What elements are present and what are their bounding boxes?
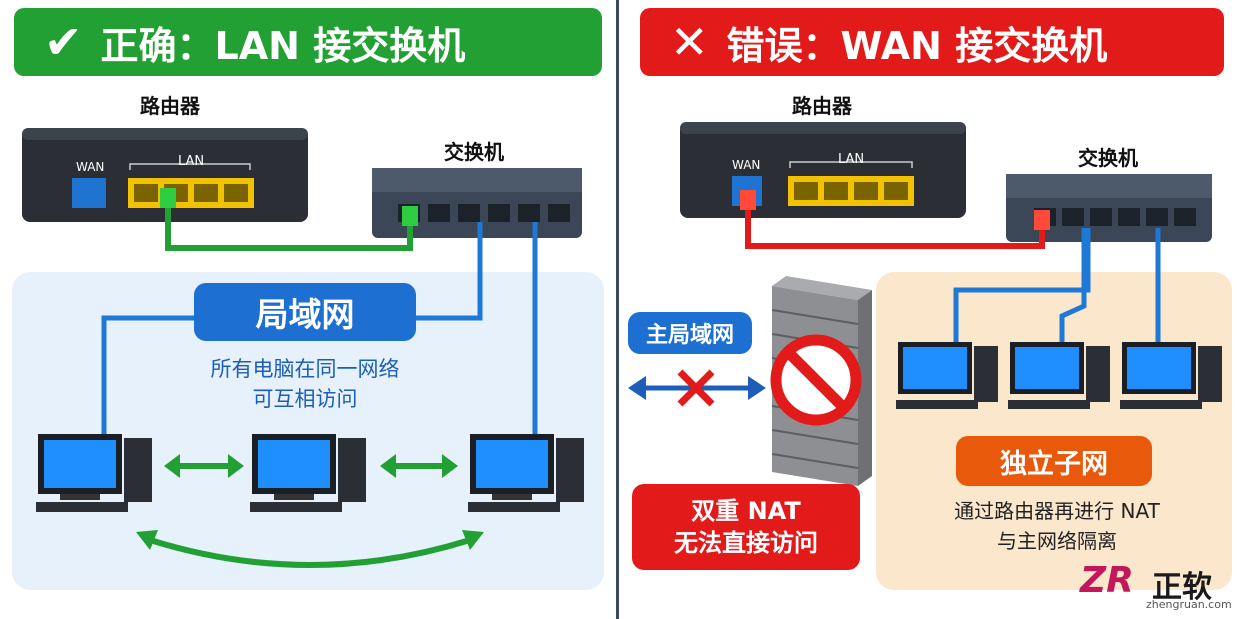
lan-port-label: LAN — [178, 154, 205, 169]
switch — [372, 168, 582, 238]
nat-warning-box — [632, 484, 860, 570]
lan-cable — [165, 196, 413, 251]
router — [680, 122, 966, 218]
lan-desc-1: 所有电脑在同一网络 — [210, 357, 400, 381]
wrong-banner: ✕ 错误：WAN 接交换机 — [640, 8, 1224, 76]
switch — [1006, 174, 1212, 242]
nat-warning-2: 无法直接访问 — [674, 529, 818, 557]
pc-2 — [250, 434, 366, 512]
logo-url: zhengruan.com — [1146, 598, 1232, 611]
nat-warning-1: 双重 NAT — [691, 497, 801, 525]
wan-cable — [745, 196, 1045, 249]
pc-3 — [1120, 342, 1222, 409]
cross-icon: ✕ — [670, 15, 709, 69]
logo: ZR 正软 zhengruan.com — [1080, 560, 1232, 614]
subnet-desc-1: 通过路由器再进行 NAT — [954, 499, 1160, 523]
router-label: 路由器 — [792, 94, 852, 118]
check-icon: ✔ — [44, 15, 83, 69]
correct-banner-title: 正确：LAN 接交换机 — [100, 23, 466, 68]
pc-3 — [468, 434, 584, 512]
subnet-pill: 独立子网 — [956, 436, 1152, 486]
switch-label: 交换机 — [1078, 146, 1138, 170]
wan-port-label: WAN — [76, 160, 105, 174]
wan-port — [72, 178, 106, 208]
correct-panel: ✔ 正确：LAN 接交换机 — [0, 0, 616, 619]
panel-divider — [616, 0, 619, 619]
lan-port-label: LAN — [838, 152, 865, 167]
pc-link-arrows — [136, 454, 484, 568]
correct-banner: ✔ 正确：LAN 接交换机 — [14, 8, 602, 76]
subnet-desc-2: 与主网络隔离 — [997, 529, 1117, 553]
wrong-diagram — [628, 122, 1232, 590]
pc-1 — [896, 342, 998, 409]
prohibited-icon — [770, 334, 862, 426]
lan-area — [12, 272, 604, 590]
lan-pill: 局域网 — [194, 283, 416, 341]
pc-1 — [36, 434, 152, 512]
blocked-arrow — [628, 369, 766, 407]
wan-port-label: WAN — [732, 158, 761, 172]
main-lan-pill: 主局域网 — [628, 312, 752, 354]
correct-diagram — [12, 128, 604, 590]
wrong-panel: ✕ 错误：WAN 接交换机 — [622, 0, 1238, 619]
wrong-banner-title: 错误：WAN 接交换机 — [726, 23, 1108, 68]
logo-mark: ZR — [1080, 560, 1134, 601]
pc-cable-1 — [953, 228, 1091, 346]
lan-desc-2: 可互相访问 — [252, 387, 358, 411]
router-label: 路由器 — [140, 94, 200, 118]
pc-2 — [1008, 342, 1110, 409]
logo-name: 正软 — [1152, 570, 1212, 605]
pc-cable-2 — [1059, 228, 1087, 346]
switch-label: 交换机 — [444, 140, 504, 164]
